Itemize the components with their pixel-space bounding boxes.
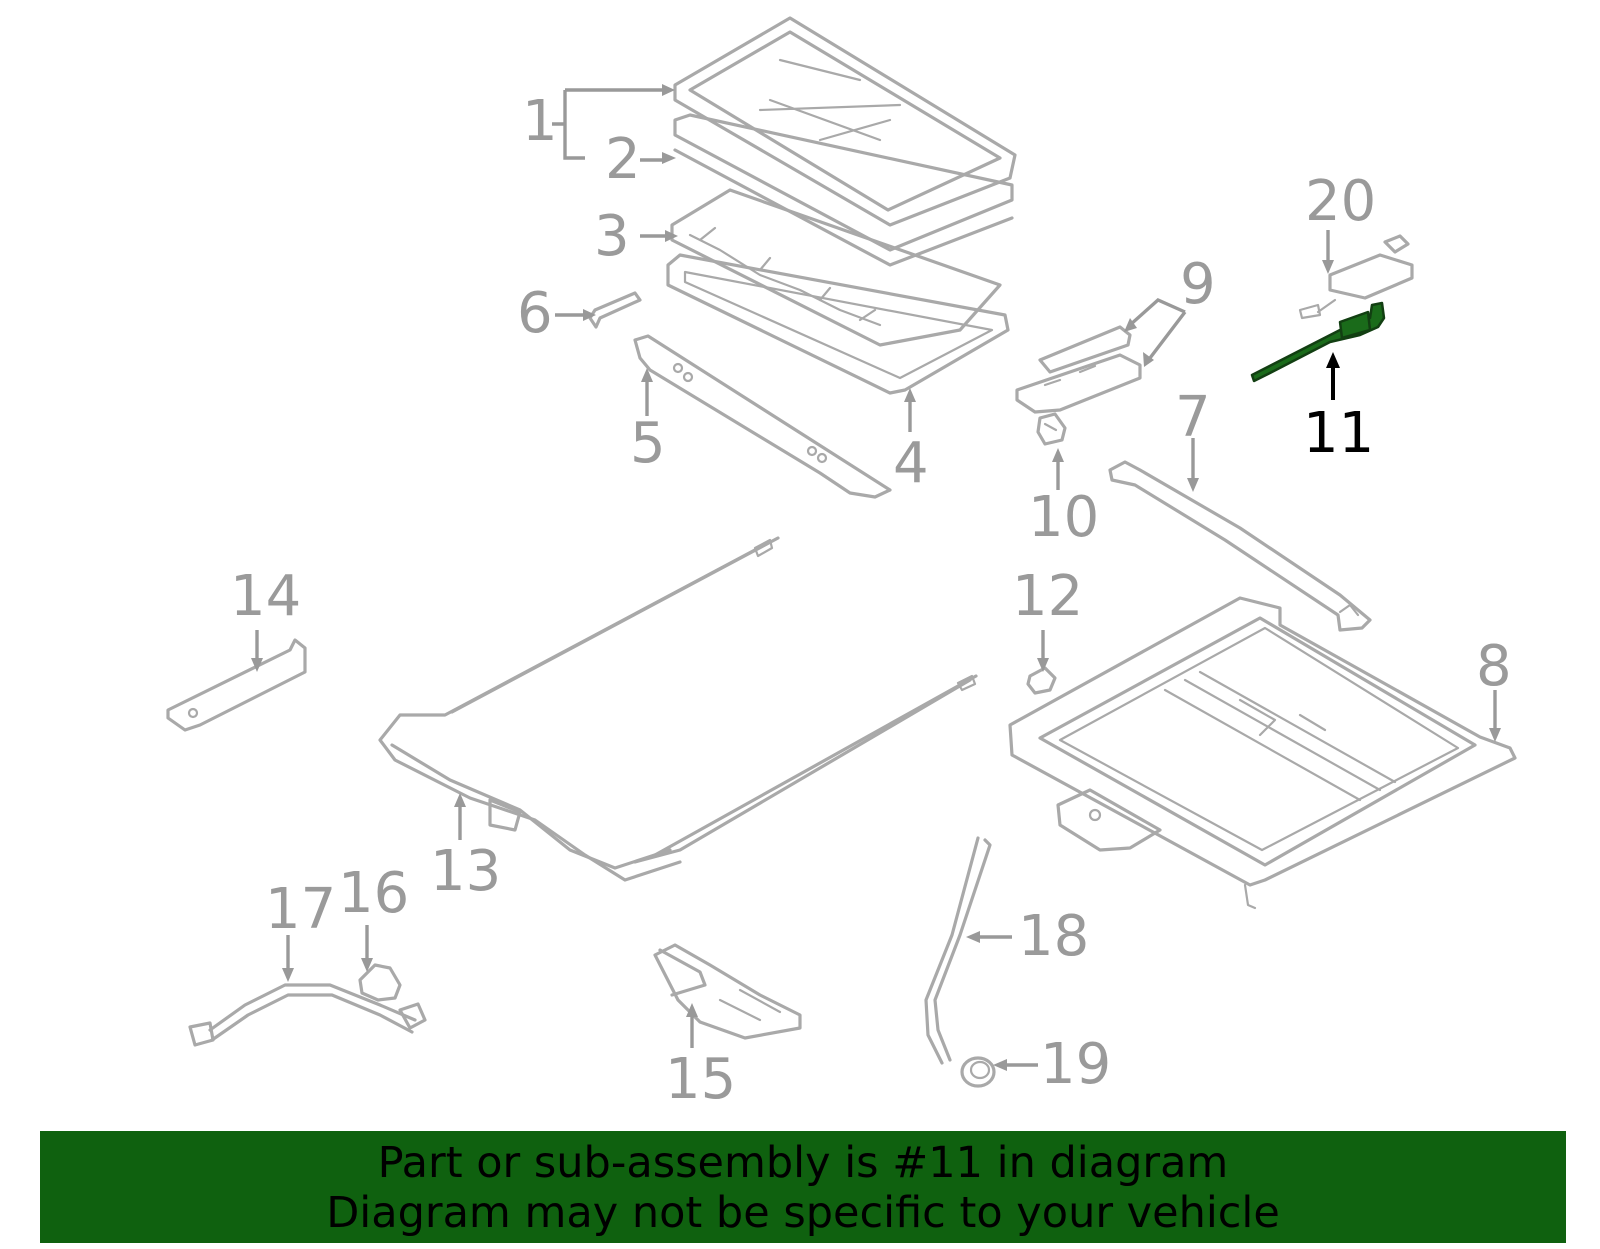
leader-15 [686, 1003, 698, 1048]
leader-2 [640, 152, 676, 164]
part-12-clip [1026, 666, 1057, 695]
part-9-bracket [1015, 325, 1142, 414]
part-14-lever [166, 638, 307, 732]
callout-13: 13 [430, 839, 501, 904]
banner-line-2: Diagram may not be specific to your vehi… [326, 1188, 1280, 1238]
leader-12 [1037, 630, 1049, 672]
callout-16: 16 [338, 861, 409, 926]
leader-17 [282, 935, 294, 982]
callout-11: 11 [1303, 401, 1374, 466]
part-7-side-rail [1108, 460, 1372, 632]
part-18-drain-hose [924, 836, 992, 1065]
part-20-switch [1298, 234, 1414, 320]
part-17-harness [188, 983, 427, 1047]
leader-11 [1326, 352, 1340, 400]
leader-16 [361, 925, 373, 972]
part-13-cable [378, 536, 978, 882]
leader-10 [1052, 448, 1064, 490]
part-19-grommet [960, 1056, 996, 1088]
part-4-sunshade [666, 253, 1010, 395]
callout-6: 6 [517, 281, 553, 346]
callout-19: 19 [1040, 1032, 1111, 1097]
leader-18 [966, 931, 1012, 943]
callout-17: 17 [265, 877, 336, 942]
leader-8 [1489, 690, 1501, 742]
callout-20: 20 [1305, 169, 1376, 234]
part-8-housing [1008, 596, 1517, 910]
callout-12: 12 [1012, 564, 1083, 629]
leader-3 [640, 230, 678, 242]
part-5-rail-strip [633, 334, 892, 499]
leader-1 [552, 84, 675, 160]
callout-4: 4 [893, 431, 929, 496]
leader-14 [251, 630, 263, 672]
leader-5 [641, 368, 653, 416]
part-11-highlighted [1250, 301, 1386, 383]
leader-4 [904, 388, 916, 432]
leader-20 [1322, 230, 1334, 274]
callout-9: 9 [1180, 252, 1216, 317]
callout-2: 2 [605, 127, 641, 192]
callout-3: 3 [594, 204, 630, 269]
leader-9 [1124, 298, 1187, 367]
notice-banner: Part or sub-assembly is #11 in diagram D… [40, 1131, 1566, 1243]
leader-19 [993, 1059, 1038, 1071]
leader-7 [1187, 438, 1199, 492]
part-3-frame [670, 188, 1002, 347]
callout-14: 14 [230, 564, 301, 629]
leader-13 [454, 793, 466, 840]
callout-8: 8 [1476, 634, 1512, 699]
callout-10: 10 [1028, 485, 1099, 550]
callout-1: 1 [522, 89, 558, 154]
callout-5: 5 [630, 411, 666, 476]
callout-18: 18 [1018, 904, 1089, 969]
part-1-glass-panel [673, 16, 1017, 227]
part-2-weatherstrip [673, 113, 1014, 267]
part-15-motor [653, 943, 802, 1040]
banner-line-1: Part or sub-assembly is #11 in diagram [377, 1138, 1229, 1188]
part-10-guide [1036, 412, 1067, 446]
leader-6 [555, 309, 596, 321]
part-16-connector [358, 963, 402, 1002]
callout-7: 7 [1175, 385, 1211, 450]
part-6-clip [588, 291, 642, 329]
callout-15: 15 [665, 1047, 736, 1112]
